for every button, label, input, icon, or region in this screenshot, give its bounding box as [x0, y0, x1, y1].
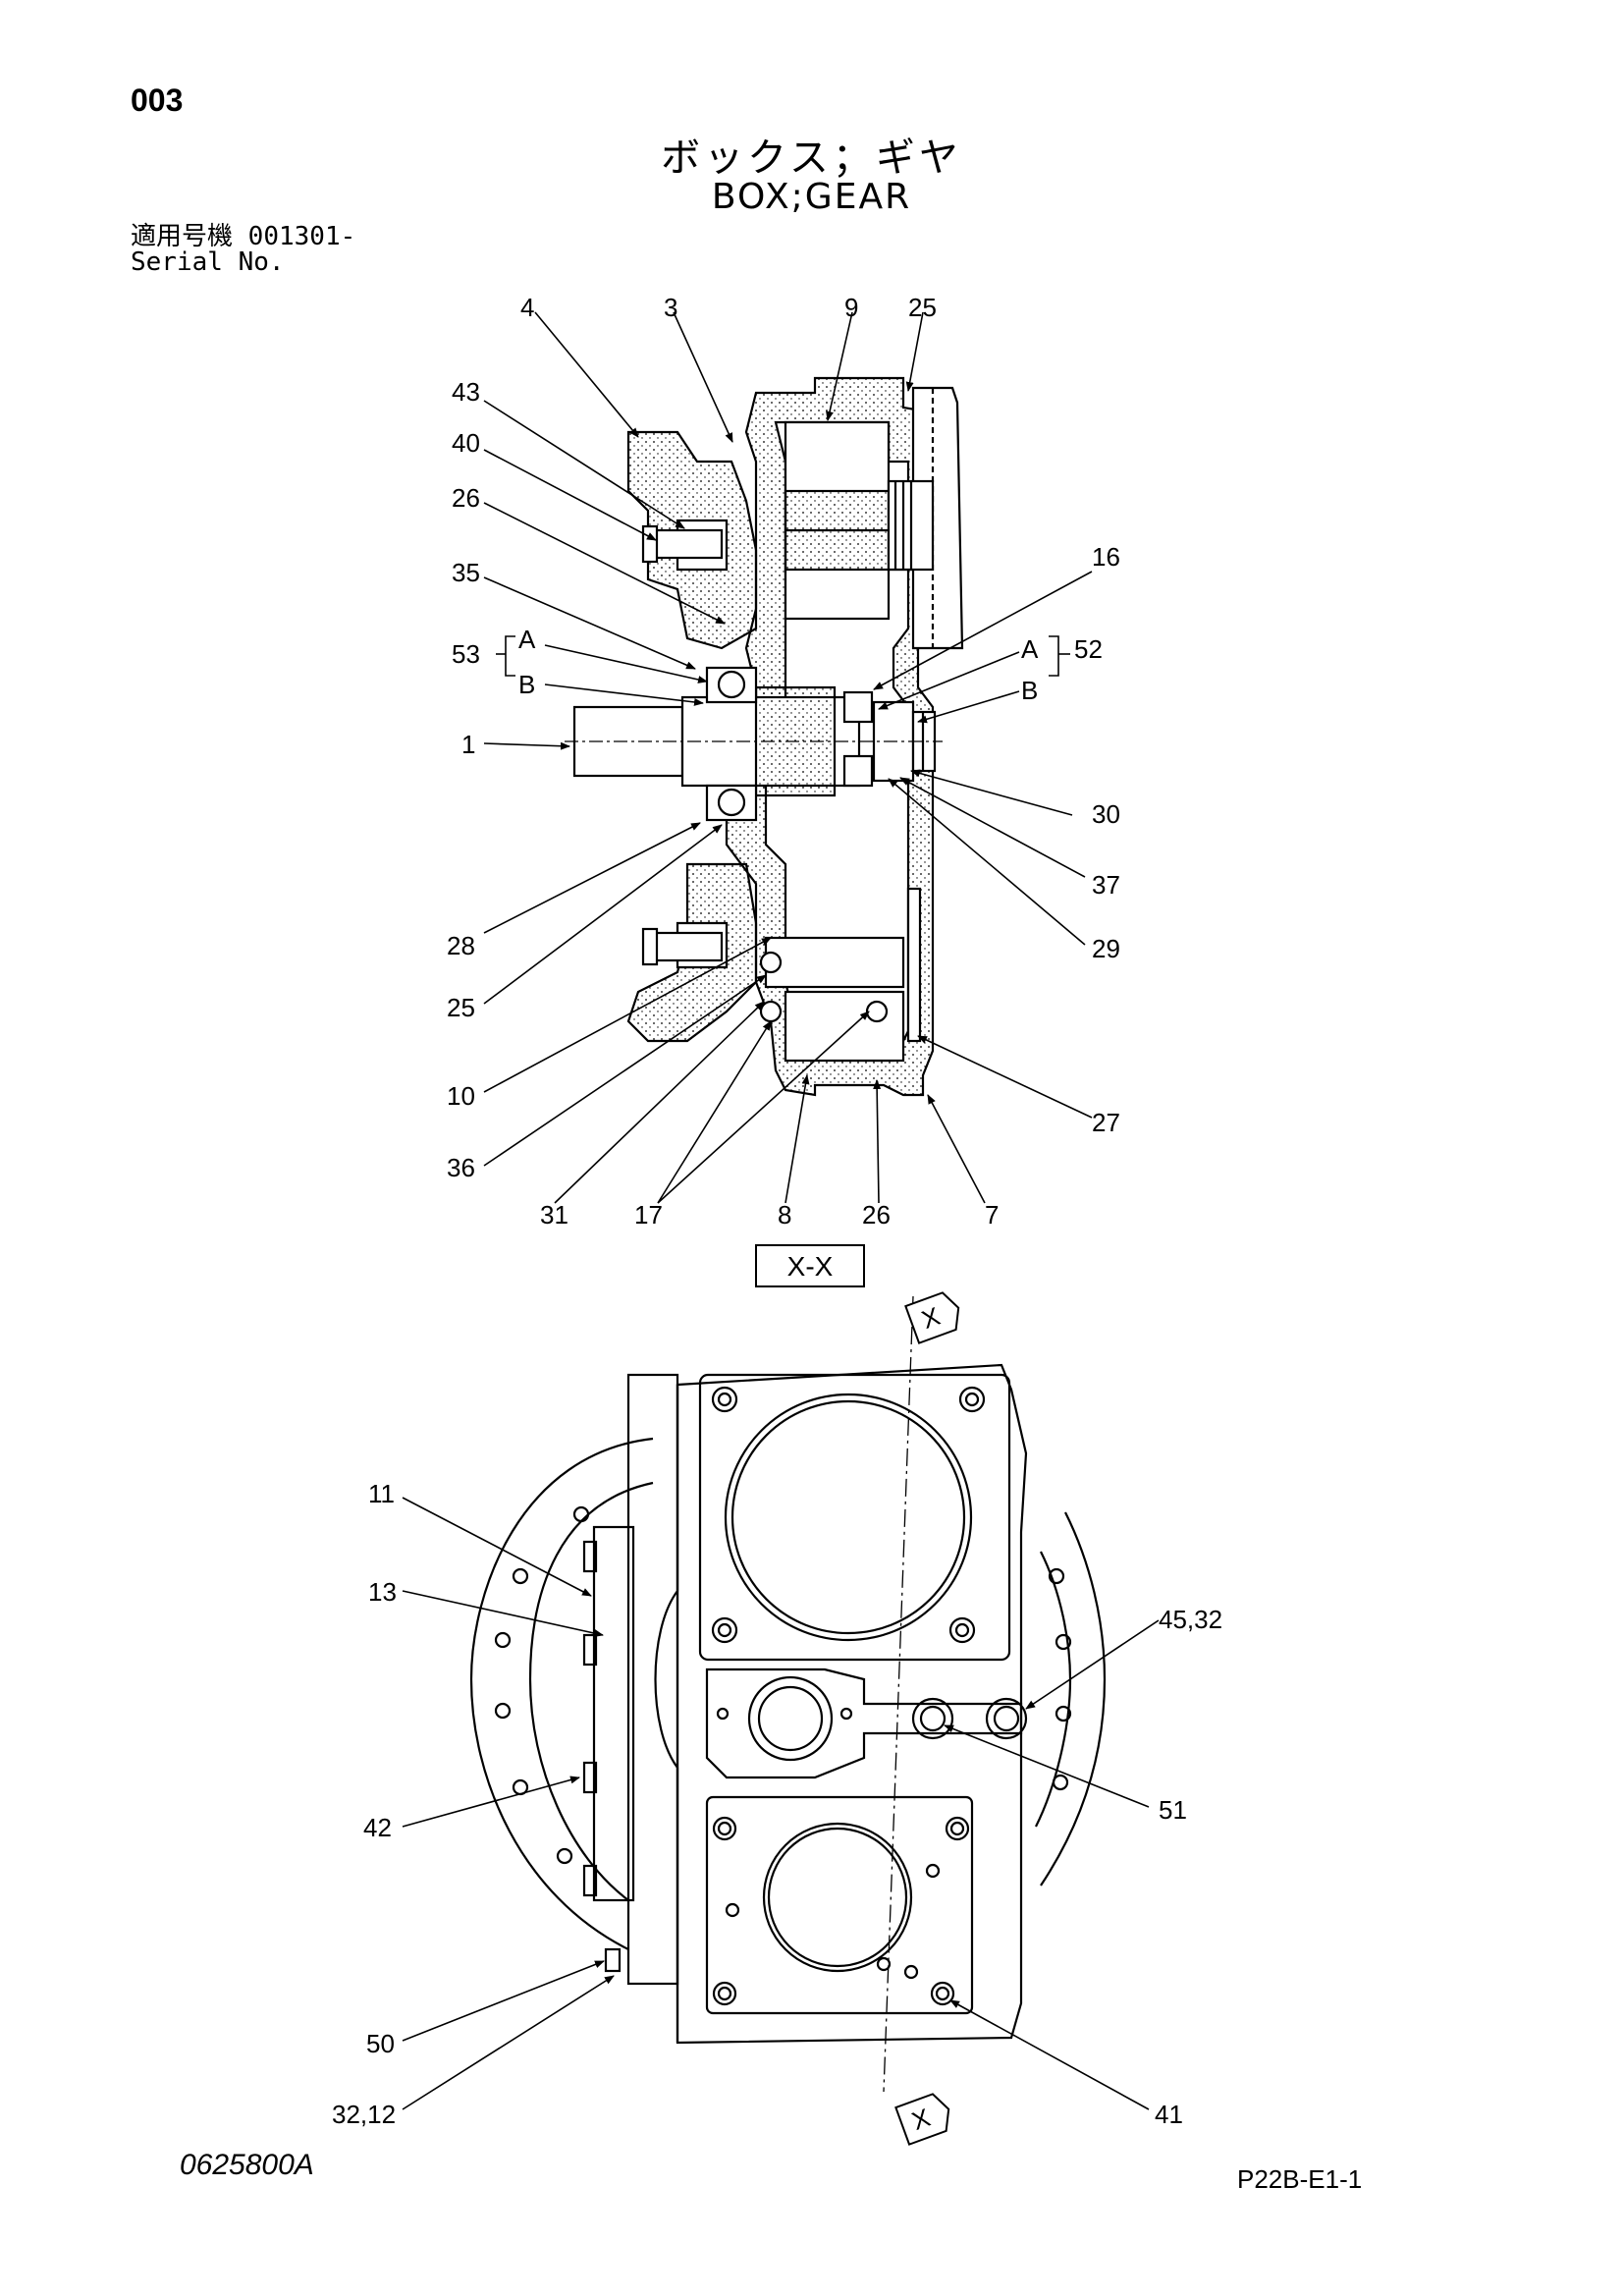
callout: 52: [1074, 634, 1103, 664]
callout: 40: [452, 428, 480, 458]
drawing-number: 0625800A: [180, 2149, 314, 2181]
drain-plug: [604, 1947, 622, 1973]
cover-plate: [906, 887, 922, 1043]
callout: 27: [1092, 1108, 1120, 1137]
callout: 3: [664, 293, 677, 322]
section-label-box: [755, 1244, 865, 1287]
section-callouts: 4 3 9 25 43 40 26 35 53 A B 1 16 A B 52 …: [447, 293, 1120, 1230]
callout: 28: [447, 931, 475, 960]
serial-value: 001301-: [247, 222, 356, 251]
bolt-top-head: [641, 524, 659, 564]
callout: 53: [452, 639, 480, 669]
callout: 25: [908, 293, 937, 322]
lower-shaft: [764, 936, 905, 989]
callout: 25: [447, 993, 475, 1022]
callout: 42: [363, 1813, 392, 1842]
lower-gear: [784, 990, 905, 1063]
port-bottom-bore: [762, 1822, 913, 1973]
section-marker-bottom: X: [894, 2093, 950, 2146]
side-plate: [626, 1373, 679, 1986]
callout: 10: [447, 1081, 475, 1111]
callout: 41: [1155, 2100, 1183, 2129]
callout: 43: [452, 377, 480, 407]
callout: 36: [447, 1153, 475, 1182]
callout: 29: [1092, 934, 1120, 963]
bolt-top: [651, 528, 724, 560]
circular-flange: [469, 1437, 654, 1950]
plan-callouts: 11 13 42 50 32,12 45,32 51 41: [332, 1479, 1222, 2129]
section-line: [883, 1295, 914, 2093]
callout: 50: [366, 2029, 395, 2058]
port-top-bore: [724, 1393, 973, 1642]
body-outline: [676, 1363, 1028, 2045]
callout: 51: [1159, 1795, 1187, 1825]
sheet-code: P22B-E1-1: [1237, 2164, 1363, 2194]
port-bottom-frame: [705, 1795, 974, 2015]
callout: 4: [520, 293, 534, 322]
bearing-right-top: [842, 690, 874, 724]
page-number: 003: [131, 82, 184, 118]
coupling-upper: [911, 386, 964, 650]
group-letter: B: [1021, 676, 1038, 705]
callout: 32,12: [332, 2100, 396, 2129]
group-letter: A: [518, 625, 536, 654]
callout: 30: [1092, 799, 1120, 829]
callout: 26: [452, 483, 480, 513]
callout: 1: [461, 730, 475, 759]
callout: 31: [540, 1200, 568, 1230]
callout: 13: [368, 1577, 397, 1607]
bearing-right-bottom: [842, 754, 874, 788]
section-view: [565, 376, 964, 1097]
callout: 26: [862, 1200, 891, 1230]
callout: 9: [844, 293, 858, 322]
bolt-bottom-head: [641, 927, 659, 966]
bolt-bottom: [651, 931, 724, 962]
port-top-frame: [698, 1373, 1011, 1662]
middle-boss: [705, 1667, 1023, 1779]
callout: 35: [452, 558, 480, 587]
title-english: BOX;GEAR: [711, 177, 912, 217]
callout: 11: [368, 1479, 395, 1508]
callout: 16: [1092, 542, 1120, 572]
title-japanese: ボックス；ギヤ: [661, 136, 962, 181]
section-label: X-X: [787, 1251, 834, 1282]
callout: 45,32: [1159, 1605, 1222, 1634]
serial-label-jp: 適用号機: [131, 222, 234, 251]
callout: 17: [634, 1200, 663, 1230]
plan-view: [469, 1295, 1107, 2093]
group-letter: B: [518, 670, 535, 699]
callout: 37: [1092, 870, 1120, 900]
group-letter: A: [1021, 634, 1039, 664]
section-marker-top: X: [904, 1291, 960, 1344]
serial-block: 適用号機 001301- Serial No.: [131, 224, 355, 275]
callout: 7: [985, 1200, 999, 1230]
section-leaders: [483, 311, 1093, 1204]
plan-leaders: [402, 1497, 1160, 2110]
serial-label-en: Serial No.: [131, 247, 285, 277]
callout: 8: [778, 1200, 791, 1230]
